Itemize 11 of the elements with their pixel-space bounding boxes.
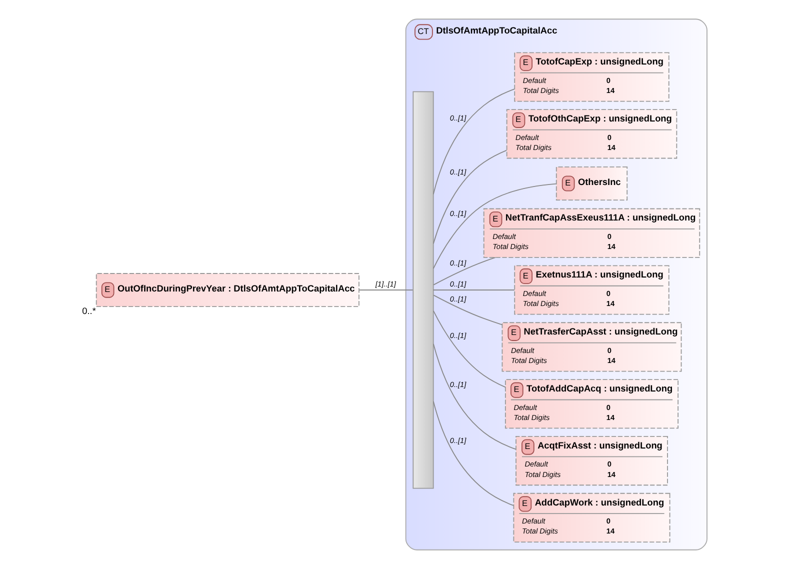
edge-label: 0..[1] (450, 380, 466, 389)
edge-label: 0..[1] (450, 436, 466, 445)
node-label: 0..* (82, 306, 96, 316)
edge-label: 0..[1] (450, 294, 466, 304)
edge-label: 0..[1] (450, 258, 466, 268)
edge-label: 0..[1] (450, 168, 466, 177)
edge-label: [1]..[1] (376, 280, 396, 289)
edge-label: 0..[1] (450, 209, 466, 218)
edge-label: 0..[1] (450, 280, 466, 289)
edge-label: 0..[1] (450, 331, 466, 340)
edge-label: 0..[1] (450, 114, 466, 123)
